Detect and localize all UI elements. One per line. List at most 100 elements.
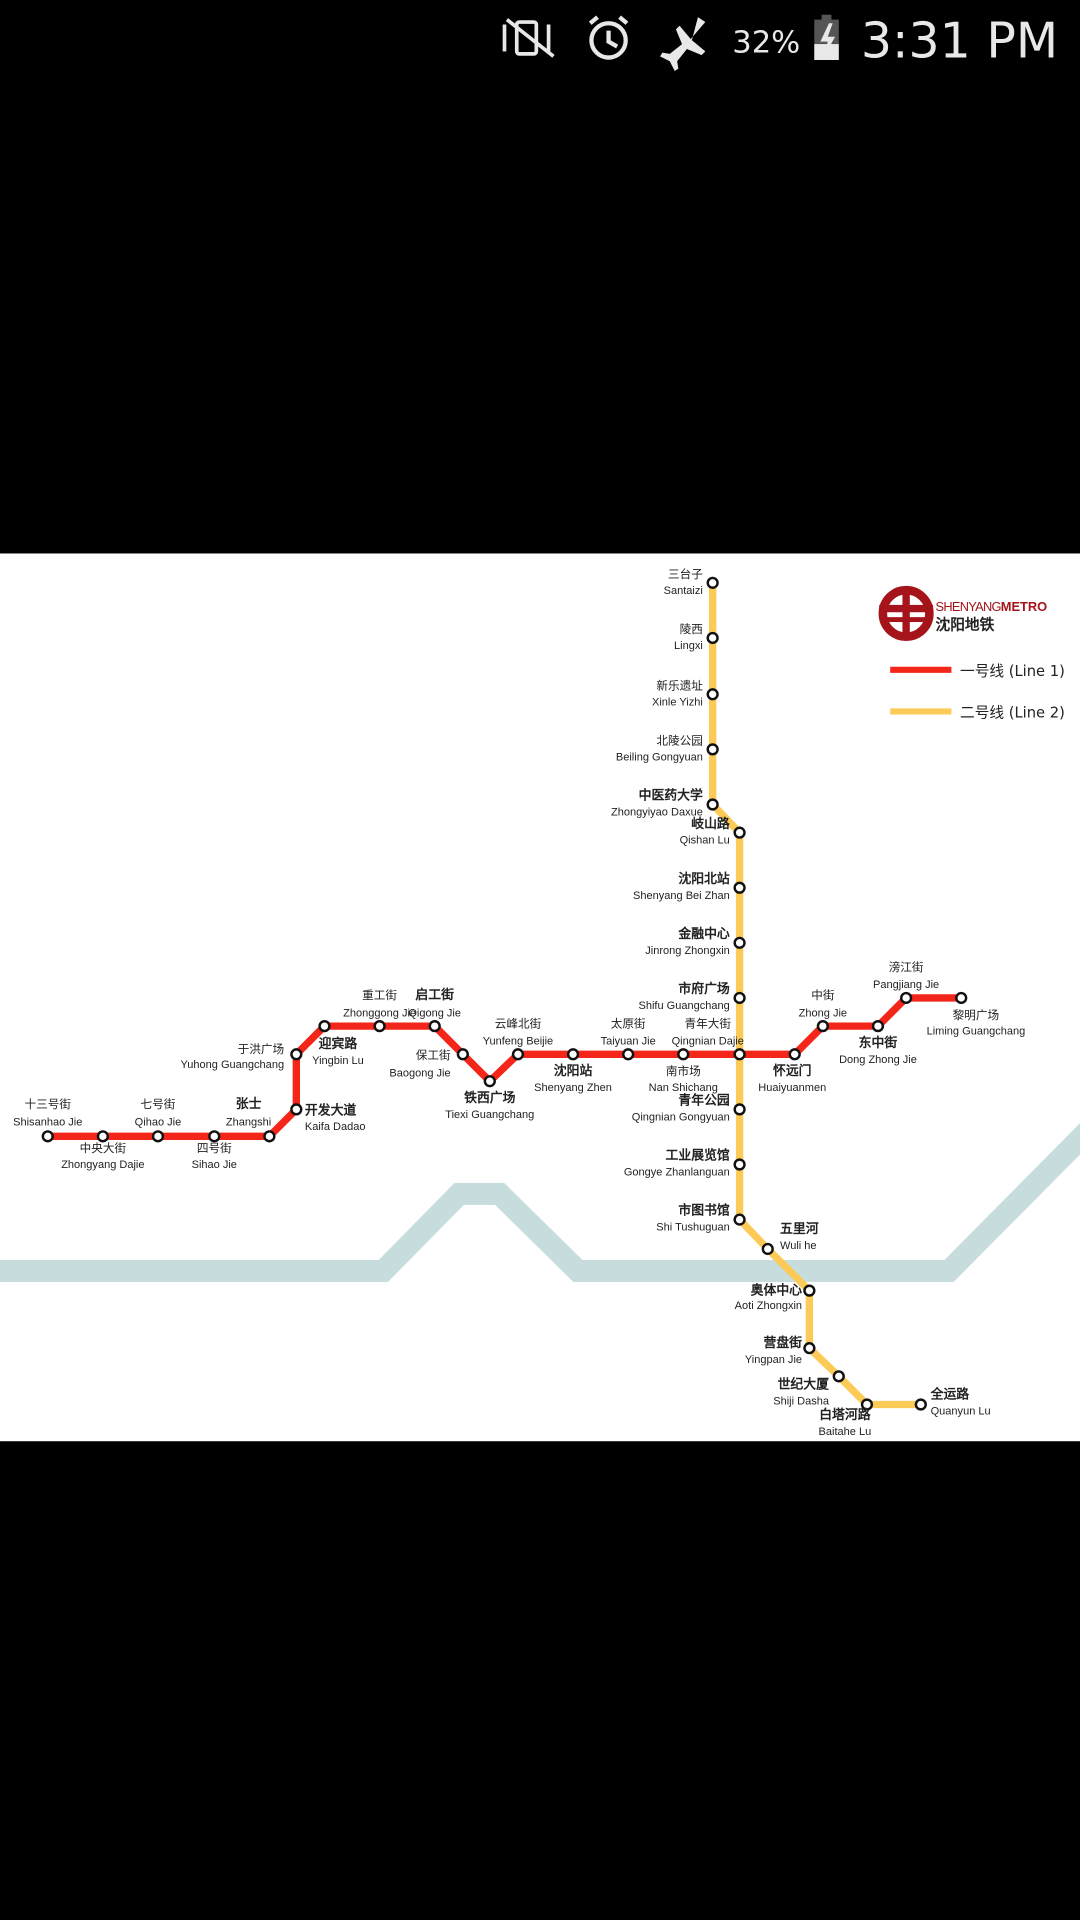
station-marker[interactable]	[706, 743, 719, 756]
station-marker[interactable]	[373, 1020, 386, 1033]
station-marker[interactable]	[290, 1048, 303, 1061]
station-marker[interactable]	[733, 1048, 746, 1061]
station-name-cn: 滂江街	[889, 960, 924, 974]
station-name-en: Qigong Jie	[408, 1007, 461, 1019]
station-marker[interactable]	[622, 1048, 635, 1061]
station-marker[interactable]	[96, 1130, 109, 1143]
station-marker[interactable]	[511, 1048, 525, 1061]
alarm-icon	[588, 15, 629, 60]
station-marker[interactable]	[566, 1048, 580, 1061]
station-marker[interactable]	[706, 688, 719, 701]
station-name-en: Zhonggong Jie	[343, 1007, 416, 1019]
station-name-en: Pangjiang Jie	[873, 979, 939, 991]
line1-station[interactable]: 滂江街 Pangjiang Jie	[873, 960, 939, 1005]
station-marker[interactable]	[706, 798, 719, 811]
station-marker[interactable]	[483, 1075, 496, 1088]
station-marker[interactable]	[860, 1398, 874, 1411]
station-marker[interactable]	[733, 826, 746, 839]
station-name-cn: 迎宾路	[319, 1036, 358, 1052]
station-marker[interactable]	[733, 991, 746, 1005]
station-marker[interactable]	[677, 1048, 690, 1061]
station-name-cn: 世纪大厦	[778, 1377, 830, 1393]
station-name-en: Qihao Jie	[135, 1116, 182, 1128]
river	[0, 1123, 1080, 1283]
station-name-cn: 营盘街	[763, 1335, 802, 1351]
station-marker[interactable]	[41, 1130, 54, 1143]
station-marker[interactable]	[914, 1398, 927, 1411]
station-marker[interactable]	[456, 1048, 469, 1061]
station-name-cn: 铁西广场	[463, 1090, 516, 1106]
station-marker[interactable]	[733, 1213, 746, 1226]
station-name-en: Qingnian Gongyuan	[632, 1111, 730, 1123]
station-marker[interactable]	[832, 1370, 845, 1383]
station-marker[interactable]	[761, 1242, 774, 1256]
station-marker[interactable]	[733, 1158, 746, 1171]
station-marker[interactable]	[816, 1020, 829, 1033]
station-marker[interactable]	[733, 936, 746, 949]
station-marker[interactable]	[955, 991, 968, 1005]
station-marker[interactable]	[733, 1103, 746, 1116]
station-marker[interactable]	[706, 576, 719, 589]
station-marker[interactable]	[263, 1130, 276, 1143]
station-name-en: Zhongyang Dajie	[61, 1159, 144, 1171]
station-name-cn: 启工街	[415, 987, 454, 1003]
station-name-en: Santaizi	[664, 585, 703, 597]
station-name-en: Zhong Jie	[799, 1007, 847, 1019]
station-marker[interactable]	[208, 1130, 221, 1143]
station-marker[interactable]	[428, 1020, 441, 1033]
station-name-cn: 市府广场	[678, 981, 730, 997]
station-marker[interactable]	[318, 1020, 331, 1033]
station-marker[interactable]	[788, 1048, 801, 1061]
station-marker[interactable]	[706, 631, 719, 645]
station-marker[interactable]	[151, 1130, 165, 1143]
station-marker[interactable]	[733, 881, 746, 894]
station-marker[interactable]	[900, 991, 913, 1005]
line1-station[interactable]: 启工街 Qigong Jie	[408, 987, 461, 1033]
station-name-en: Huaiyuanmen	[758, 1082, 826, 1094]
station-marker[interactable]	[803, 1284, 816, 1297]
station-marker[interactable]	[871, 1020, 885, 1033]
station-marker[interactable]	[803, 1342, 816, 1355]
battery-charging-icon	[814, 14, 839, 61]
station-marker[interactable]	[290, 1103, 303, 1116]
